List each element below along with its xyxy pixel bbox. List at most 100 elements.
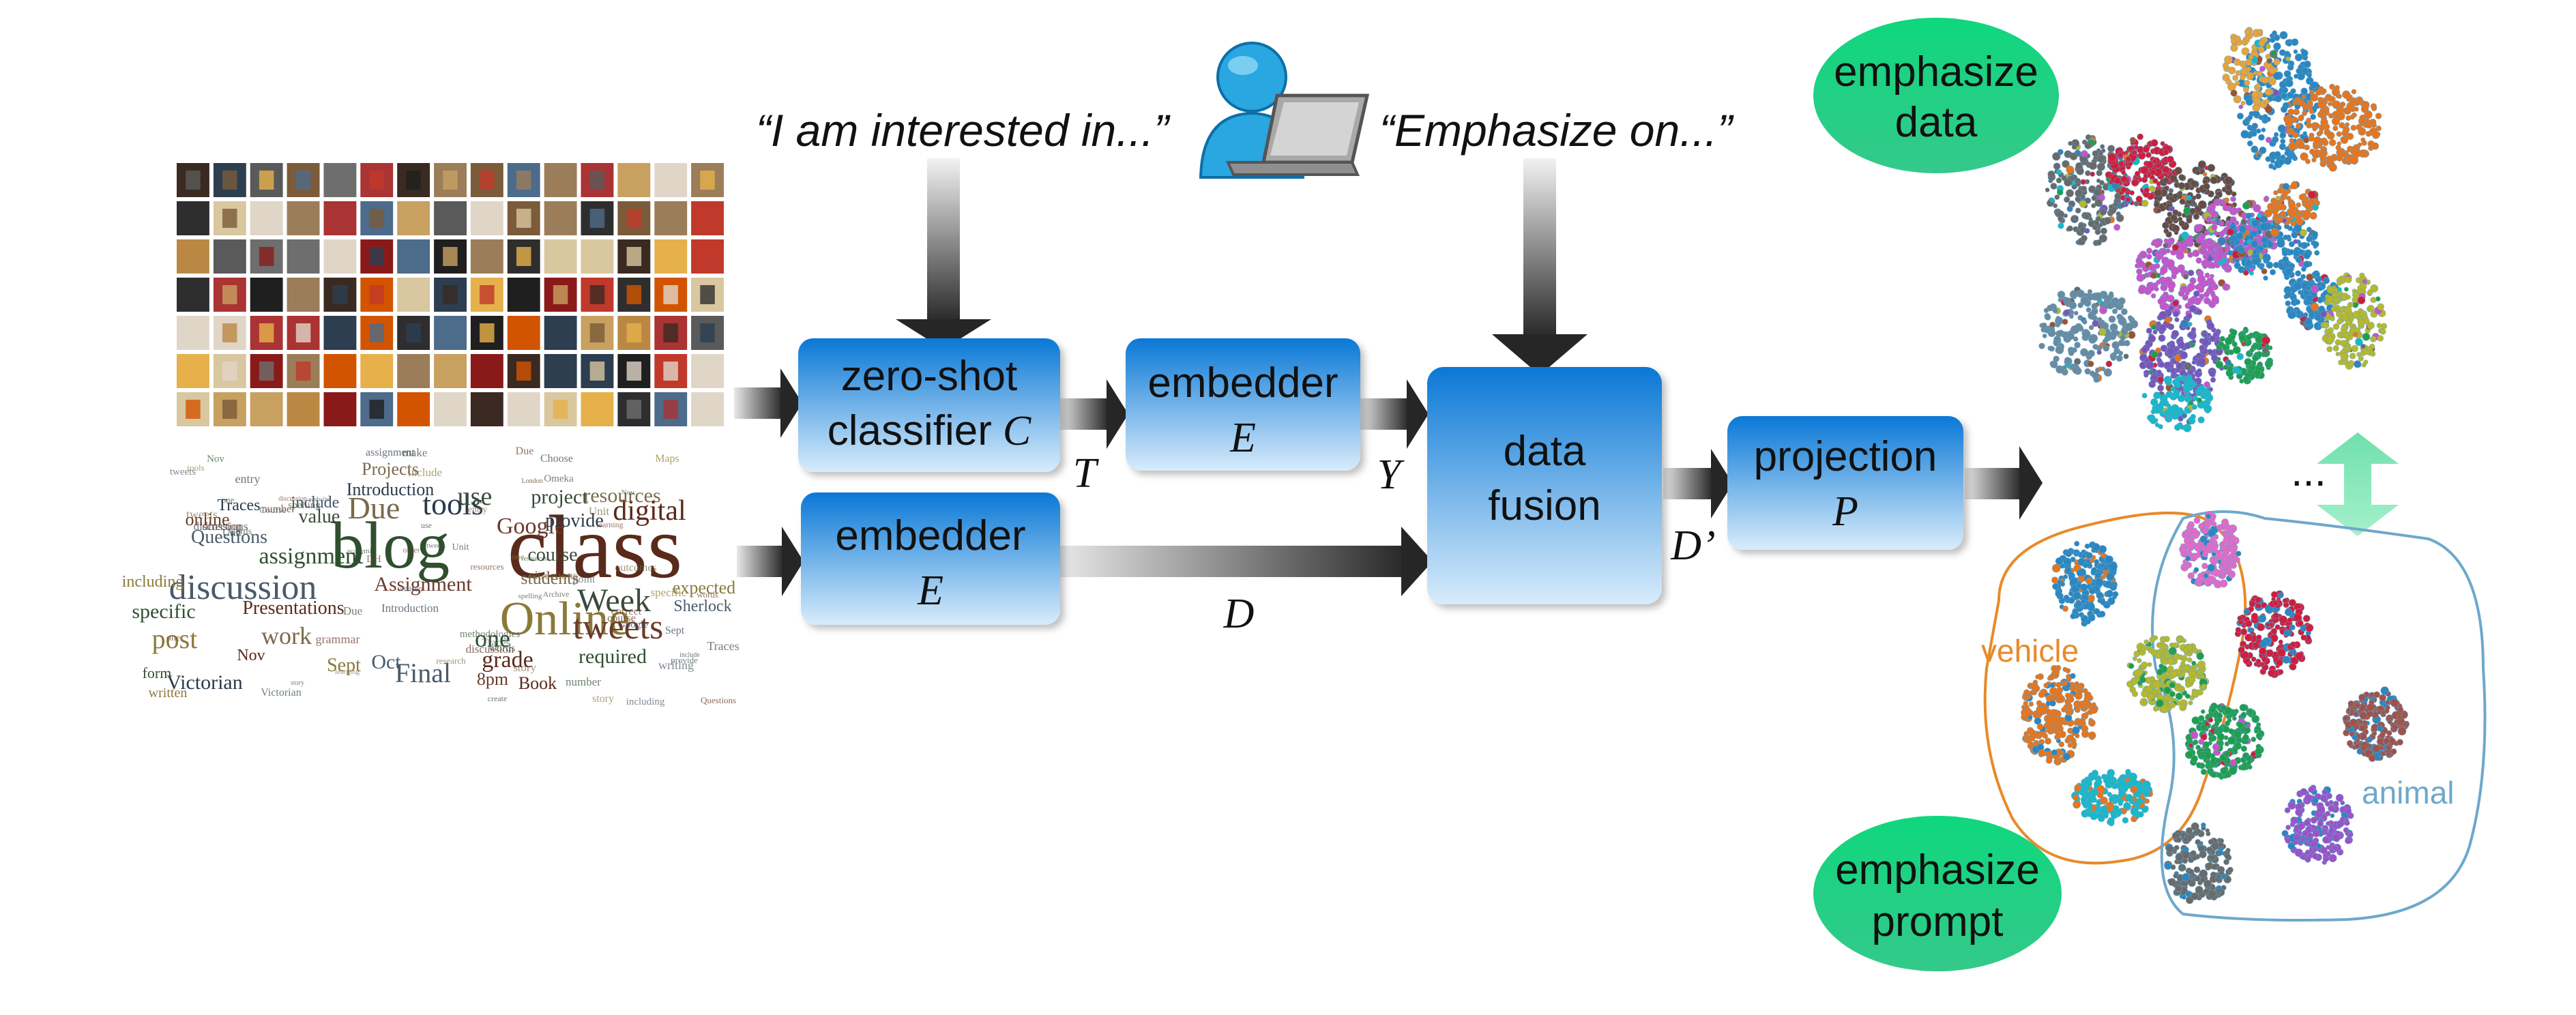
- scatter-point: [2044, 327, 2049, 333]
- scatter-point: [2293, 282, 2302, 291]
- scatter-point: [2287, 108, 2295, 116]
- scatter-point: [2076, 583, 2082, 589]
- scatter-point: [2057, 149, 2064, 156]
- scatter-point: [2147, 283, 2156, 292]
- image-thumbnail-detail: [406, 323, 421, 342]
- word-cloud-word: grammar: [316, 632, 360, 646]
- scatter-point: [2284, 807, 2291, 814]
- fusion-label-line1: data: [1504, 428, 1586, 475]
- scatter-point: [2245, 351, 2251, 357]
- scatter-point: [2049, 683, 2055, 688]
- scatter-point: [2391, 724, 2399, 731]
- scatter-point: [2154, 688, 2161, 694]
- scatter-point: [2161, 222, 2169, 229]
- scatter-point: [2066, 189, 2075, 198]
- scatter-point: [2313, 825, 2319, 831]
- scatter-point: [2089, 558, 2095, 563]
- image-thumbnail-detail: [222, 400, 237, 419]
- scatter-point: [2174, 885, 2182, 892]
- scatter-point: [2188, 416, 2195, 424]
- word-cloud-word: tweets: [426, 542, 445, 550]
- scatter-point: [2377, 335, 2384, 342]
- scatter-point: [2094, 572, 2102, 579]
- scatter-point: [2285, 291, 2292, 299]
- scatter-point: [2158, 362, 2165, 368]
- scatter-point: [2084, 228, 2090, 234]
- scatter-point: [2341, 151, 2347, 158]
- scatter-point: [2119, 780, 2128, 789]
- scatter-point: [2337, 141, 2342, 147]
- scatter-point: [2195, 885, 2204, 894]
- scatter-point: [2336, 149, 2343, 156]
- scatter-point: [2251, 613, 2259, 620]
- scatter-point: [2054, 194, 2060, 201]
- scatter-point: [2328, 827, 2335, 835]
- scatter-point: [2068, 350, 2075, 357]
- scatter-point: [2298, 241, 2304, 248]
- word-cloud-word: use: [458, 482, 493, 511]
- word-cloud-word: story: [592, 693, 614, 705]
- scatter-point: [2225, 359, 2232, 366]
- image-thumbnail-detail: [369, 400, 384, 419]
- image-thumbnail: [544, 201, 577, 235]
- scatter-point: [2118, 801, 2123, 806]
- scatter-point: [2146, 247, 2153, 254]
- scatter-point: [2123, 801, 2131, 810]
- word-cloud-word: provide: [545, 510, 604, 531]
- scatter-point: [2335, 93, 2341, 99]
- scatter-point: [2285, 50, 2290, 56]
- quote-interested: “I am interested in...”: [756, 105, 1171, 156]
- image-thumbnail-detail: [186, 400, 201, 419]
- scatter-point: [2055, 345, 2064, 355]
- scatter-point: [2317, 805, 2326, 814]
- scatter-point: [2105, 360, 2113, 368]
- word-cloud-word: provide: [671, 655, 698, 665]
- scatter-point: [2169, 702, 2176, 709]
- scatter-point: [2120, 195, 2126, 201]
- scatter-point: [2145, 151, 2152, 158]
- scatter-point: [2370, 336, 2377, 342]
- scatter-point: [2326, 346, 2333, 353]
- scatter-point: [2080, 179, 2086, 186]
- scatter-point: [2241, 47, 2250, 56]
- scatter-point: [2131, 815, 2136, 821]
- cluster-outline-vehicle: [1983, 512, 2247, 865]
- scatter-point: [2123, 353, 2129, 359]
- image-thumbnail-detail: [443, 285, 458, 304]
- scatter-point: [2076, 570, 2083, 577]
- scatter-point: [2193, 866, 2201, 874]
- scatter-point: [2277, 648, 2286, 658]
- scatter-point: [2246, 124, 2253, 131]
- scatter-point: [2308, 786, 2315, 793]
- image-thumbnail-detail: [186, 171, 201, 190]
- scatter-point: [2192, 249, 2200, 257]
- scatter-point: [2328, 138, 2337, 147]
- word-cloud-word: Traces: [707, 639, 739, 653]
- scatter-point: [2211, 224, 2218, 231]
- scatter-point: [2174, 230, 2179, 235]
- scatter-point: [2197, 721, 2203, 726]
- scatter-point: [2023, 701, 2029, 706]
- scatter-point: [2103, 368, 2113, 377]
- image-thumbnail: [323, 354, 357, 388]
- scatter-point: [2253, 204, 2262, 213]
- scatter-point: [2199, 850, 2207, 859]
- word-cloud-word: story: [291, 679, 304, 687]
- scatter-point: [2277, 124, 2286, 133]
- scatter-point: [2341, 312, 2350, 321]
- scatter-point: [2116, 214, 2124, 222]
- scatter-point: [2105, 555, 2113, 564]
- scatter-point: [2055, 365, 2064, 374]
- scatter-point: [2211, 211, 2219, 218]
- word-cloud-word: discussion: [169, 568, 317, 607]
- image-thumbnail-detail: [663, 400, 678, 419]
- scatter-point: [2028, 701, 2034, 707]
- scatter-point: [2160, 344, 2168, 353]
- scatter-point: [2231, 746, 2238, 753]
- scatter-point: [2205, 759, 2210, 765]
- image-thumbnail: [691, 201, 724, 235]
- scatter-point: [2386, 752, 2391, 758]
- scatter-point: [2336, 131, 2342, 137]
- scatter-point: [2291, 153, 2297, 160]
- scatter-point: [2246, 627, 2253, 633]
